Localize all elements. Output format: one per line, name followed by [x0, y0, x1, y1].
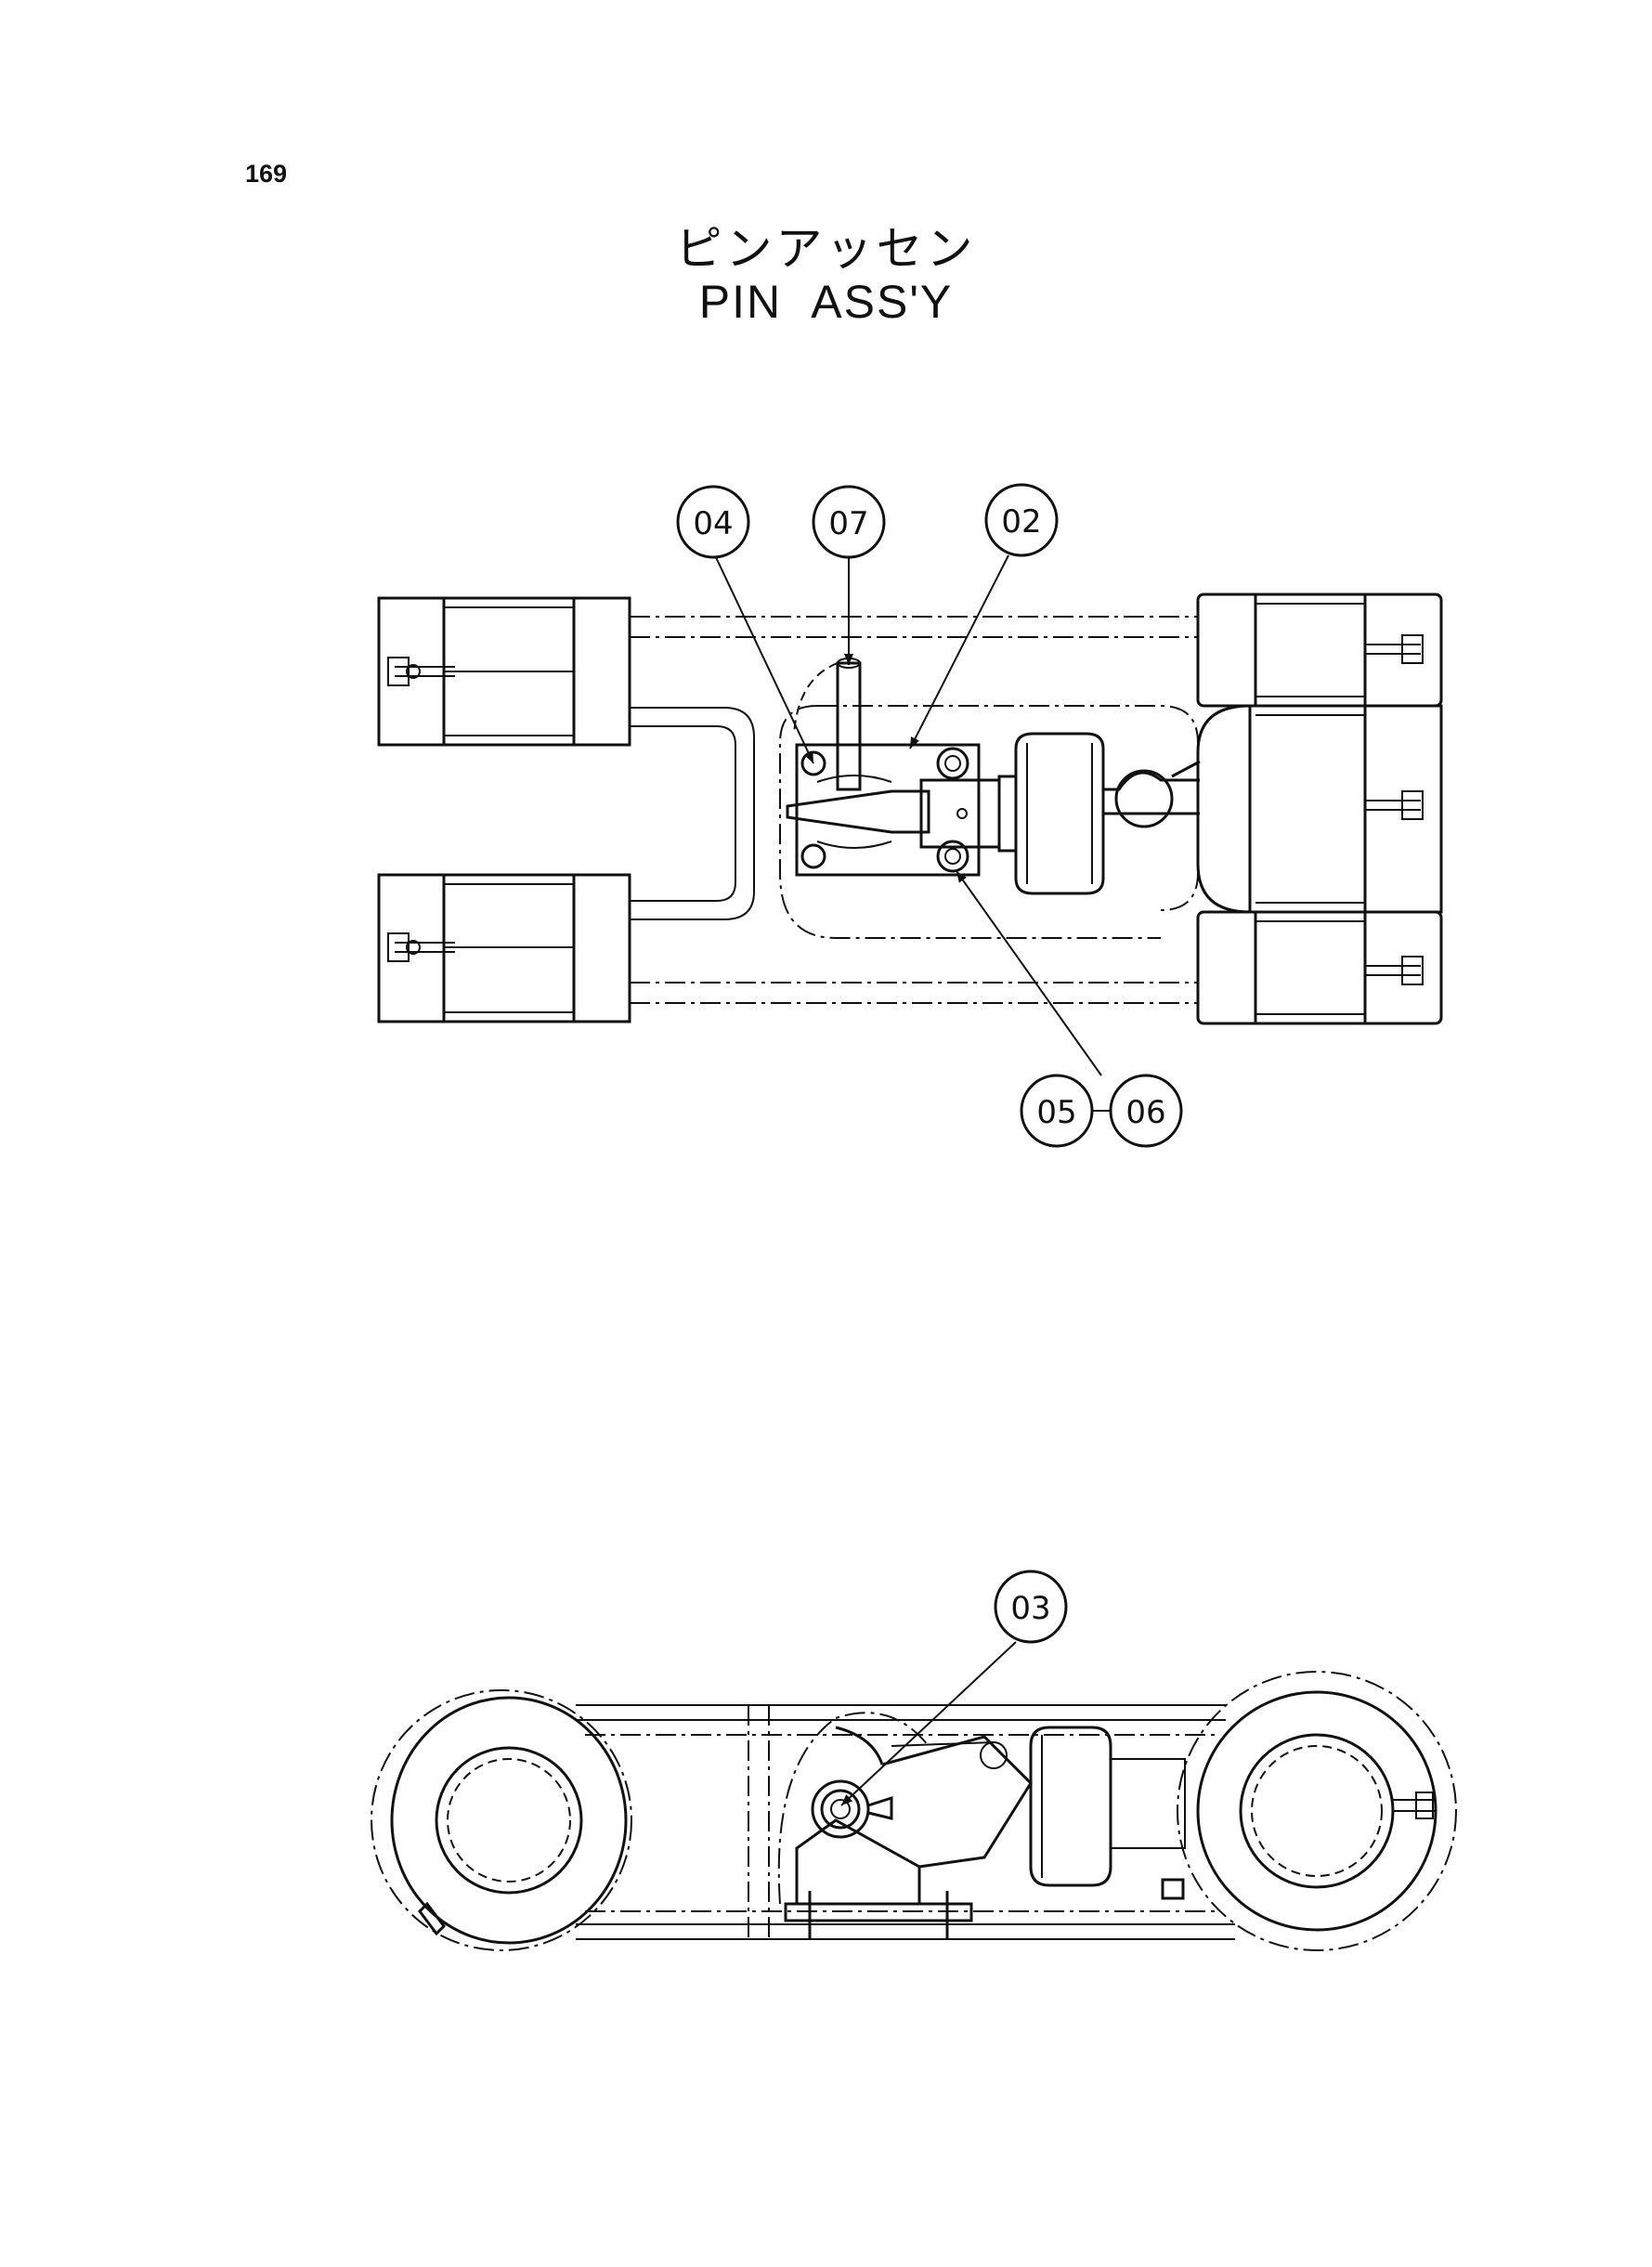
right-lower-housing: [1196, 910, 1443, 1025]
right-middle-housing: [1196, 704, 1443, 914]
callout-04: 04: [676, 485, 750, 559]
side-view: [371, 1671, 1457, 1951]
callout-03-label: 03: [1010, 1590, 1050, 1627]
callout-07: 07: [812, 485, 886, 559]
left-upper-housing: [377, 596, 631, 747]
idler-wheel: [997, 732, 1201, 895]
title-english: PIN ASS'Y: [698, 276, 954, 328]
right-wheel: [1177, 1671, 1457, 1951]
left-lower-housing: [377, 873, 631, 1023]
callout-03: 03: [994, 1570, 1068, 1644]
callout-05-label: 05: [1036, 1094, 1076, 1131]
callout-02-label: 02: [1001, 503, 1041, 541]
title-japanese: ピンアッセン: [675, 222, 977, 276]
callout-02: 02: [984, 483, 1059, 557]
callout-06: 06: [1109, 1074, 1183, 1148]
callout-05: 05: [1020, 1074, 1094, 1148]
callout-07-label: 07: [828, 505, 868, 542]
side-rails: [630, 616, 1199, 1004]
callout-06-label: 06: [1125, 1094, 1165, 1131]
bracket-assembly: [786, 658, 1001, 877]
idler-body: [1029, 1726, 1186, 1900]
leaders: [714, 554, 1111, 1806]
callout-04-label: 04: [693, 505, 733, 542]
top-view: [377, 593, 1443, 1025]
right-upper-housing: [1196, 593, 1443, 708]
pin-bracket: [777, 1712, 1033, 1939]
left-wheel: [371, 1689, 632, 1951]
page-number: 169: [245, 160, 288, 188]
